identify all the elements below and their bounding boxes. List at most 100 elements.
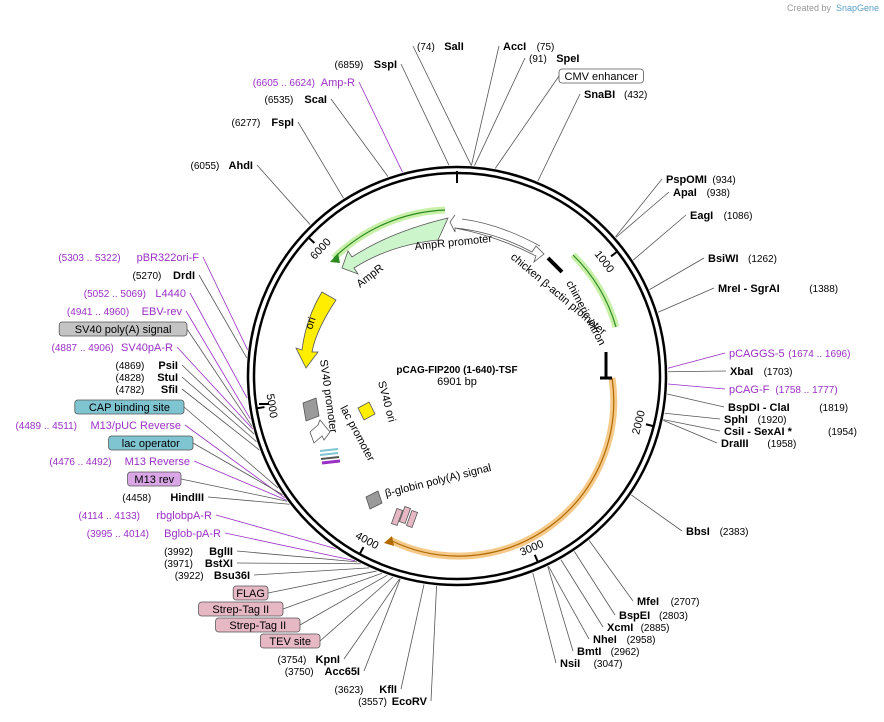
label-position: (432) [624, 90, 647, 101]
leader-line [667, 370, 727, 373]
site-label-pspomi[interactable]: PspOMI(934) [615, 174, 736, 238]
site-label-sspi[interactable]: SspI(6859) [334, 59, 450, 166]
leader-line [180, 478, 288, 502]
box-label-flag[interactable]: FLAG [232, 570, 377, 601]
primer-label-pbr322ori-f[interactable]: pBR322ori-F(5303 .. 5322) [58, 252, 248, 351]
tag-box-3 [405, 509, 419, 529]
box-label-m13-rev[interactable]: M13 rev [127, 471, 288, 502]
leader-line [297, 121, 344, 199]
label-position: (5303 .. 5322) [58, 253, 120, 264]
site-label-sphi[interactable]: SphI(1920) [664, 412, 787, 426]
box-label-strep-tag-ii[interactable]: Strep-Tag II [215, 574, 388, 633]
site-label-csii-sexai[interactable]: CsiI - SexAI *(1954) [663, 419, 857, 438]
label-name: BbsI [686, 526, 710, 538]
primer-label-m13-reverse[interactable]: M13 Reverse(4476 .. 4492) [49, 456, 287, 501]
label-position: (4828) [115, 373, 144, 384]
site-label-bstxi[interactable]: BstXI(3971) [164, 558, 361, 570]
label-name: SspI [374, 59, 397, 71]
site-label-acci[interactable]: AccI(75) [471, 41, 555, 166]
label-position: (3557) [358, 697, 387, 708]
label-box [74, 399, 185, 415]
label-box-text: lac operator [122, 438, 180, 450]
box-label-sv40-poly-a-signal[interactable]: SV40 poly(A) signal [58, 321, 253, 427]
primer-label-pcag-f[interactable]: pCAG-F(1758 .. 1777) [667, 383, 838, 396]
label-position: (91) [529, 54, 547, 65]
ampr-outer-arrowhead [330, 253, 340, 263]
box-label-lac-operator[interactable]: lac operator [108, 435, 283, 495]
label-name: pCAGGS-5 [729, 348, 785, 360]
site-label-psii[interactable]: PsiI(4869) [115, 360, 255, 435]
site-label-xcmi[interactable]: XcmI(2885) [560, 559, 670, 634]
label-box [108, 435, 194, 451]
label-position: (75) [537, 42, 555, 53]
site-label-ahdi[interactable]: AhdI(6055) [190, 160, 311, 225]
site-label-snabi[interactable]: SnaBI(432) [537, 89, 647, 182]
box-label-tev-site[interactable]: TEV site [259, 576, 394, 649]
leader-line [186, 328, 253, 427]
primer-label-bglob-pa-r[interactable]: Bglob-pA-R(3995 .. 4014) [87, 528, 356, 562]
primer-label-rbglobpa-r[interactable]: rbglobpA-R(4114 .. 4133) [78, 510, 336, 550]
tag-box-1 [390, 507, 404, 527]
label-name: StuI [157, 372, 178, 384]
site-label-ecorv[interactable]: EcoRV(3557) [358, 585, 437, 708]
leader-line [667, 393, 725, 408]
site-label-mrei-sgrai[interactable]: MreI - SgrAI(1388) [657, 283, 838, 313]
site-label-xbai[interactable]: XbaI(1703) [667, 366, 793, 378]
label-box-text: Strep-Tag II [229, 620, 286, 632]
leader-line [631, 494, 683, 532]
feature-ampr [341, 217, 449, 275]
label-position: (3623) [334, 685, 363, 696]
label-position: (4489 .. 4511) [15, 421, 77, 432]
site-label-bbsi[interactable]: BbsI(2383) [631, 494, 749, 538]
site-label-bsu36i[interactable]: Bsu36I(3922) [175, 567, 370, 582]
label-name: MreI - SgrAI [718, 283, 780, 295]
primer-label-sv40pa-r[interactable]: SV40pA-R(4887 .. 4906) [52, 342, 254, 430]
site-label-bspdi-clai[interactable]: BspDI - ClaI(1819) [667, 393, 848, 414]
site-label-drdi[interactable]: DrdI(5270) [132, 270, 248, 359]
feature-ampr-promoter [449, 214, 545, 264]
label-name: BspDI - ClaI [728, 402, 790, 414]
stripe-4 [321, 459, 341, 465]
site-label-bglii[interactable]: BglII(3992) [164, 546, 358, 563]
tag-box-2 [398, 505, 412, 525]
site-label-bmti[interactable]: BmtI(2962) [547, 566, 640, 658]
site-label-hindiii[interactable]: HindIII(4458) [122, 492, 290, 505]
label-position: (4782) [115, 385, 144, 396]
site-label-acc65i[interactable]: Acc65I(3750) [285, 579, 401, 678]
primer-label-pcaggs-5[interactable]: pCAGGS-5(1674 .. 1696) [667, 348, 851, 369]
site-label-scai[interactable]: ScaI(6535) [264, 94, 389, 177]
label-position: (1958) [767, 439, 796, 450]
label-name: BsiWI [708, 253, 739, 265]
box-label-cap-binding-site[interactable]: CAP binding site [74, 399, 279, 489]
box-label-strep-tag-ii[interactable]: Strep-Tag II [198, 572, 383, 617]
site-label-sali[interactable]: (74)SalI [412, 41, 472, 166]
site-label-mfei[interactable]: MfeI(2707) [588, 540, 700, 608]
site-label-bspei[interactable]: BspEI(2803) [573, 551, 688, 622]
site-label-draiii[interactable]: DraIII(1958) [663, 420, 796, 450]
label-position: (2962) [611, 647, 640, 658]
label-position: (934) [712, 175, 735, 186]
primer-label-ebv-rev[interactable]: EBV-rev(4941 .. 4960) [67, 306, 251, 420]
site-label-stui[interactable]: StuI (4828) [115, 372, 257, 442]
site-label-apai[interactable]: ApaI(938) [615, 187, 730, 238]
label-name: pCAG-F [729, 384, 770, 396]
site-label-bsiwi[interactable]: BsiWI(1262) [649, 253, 777, 290]
label-position: (4458) [122, 493, 151, 504]
site-label-eagi[interactable]: EagI(1086) [632, 210, 753, 261]
site-label-kfli[interactable]: KflI(3623) [334, 584, 425, 696]
label-name: DrdI [173, 270, 195, 282]
intron-arc [572, 254, 617, 328]
primer-label-m13-puc-reverse[interactable]: M13/pUC Reverse(4489 .. 4511) [15, 420, 285, 499]
primer-label-amp-r[interactable]: Amp-R(6605 .. 6624) [253, 77, 403, 173]
site-label-sfii[interactable]: SfiI(4782) [115, 384, 260, 451]
site-label-fspi[interactable]: FspI(6277) [231, 117, 344, 199]
label-name: SV40pA-R [121, 342, 173, 354]
site-label-spei[interactable]: (91)SpeI [474, 53, 579, 166]
leader-line [176, 346, 254, 430]
site-label-nhei[interactable]: NheI(2958) [548, 565, 656, 646]
primer-label-l4440[interactable]: L4440(5052 .. 5069) [84, 288, 248, 399]
site-label-nsii[interactable]: NsiI(3047) [532, 572, 623, 670]
plasmid-name: pCAG-FIP200 (1-640)-TSF [396, 365, 517, 376]
site-label-kpni[interactable]: KpnI(3754) [277, 578, 400, 666]
box-label-cmv-enhancer[interactable]: CMV enhancer [494, 68, 644, 169]
